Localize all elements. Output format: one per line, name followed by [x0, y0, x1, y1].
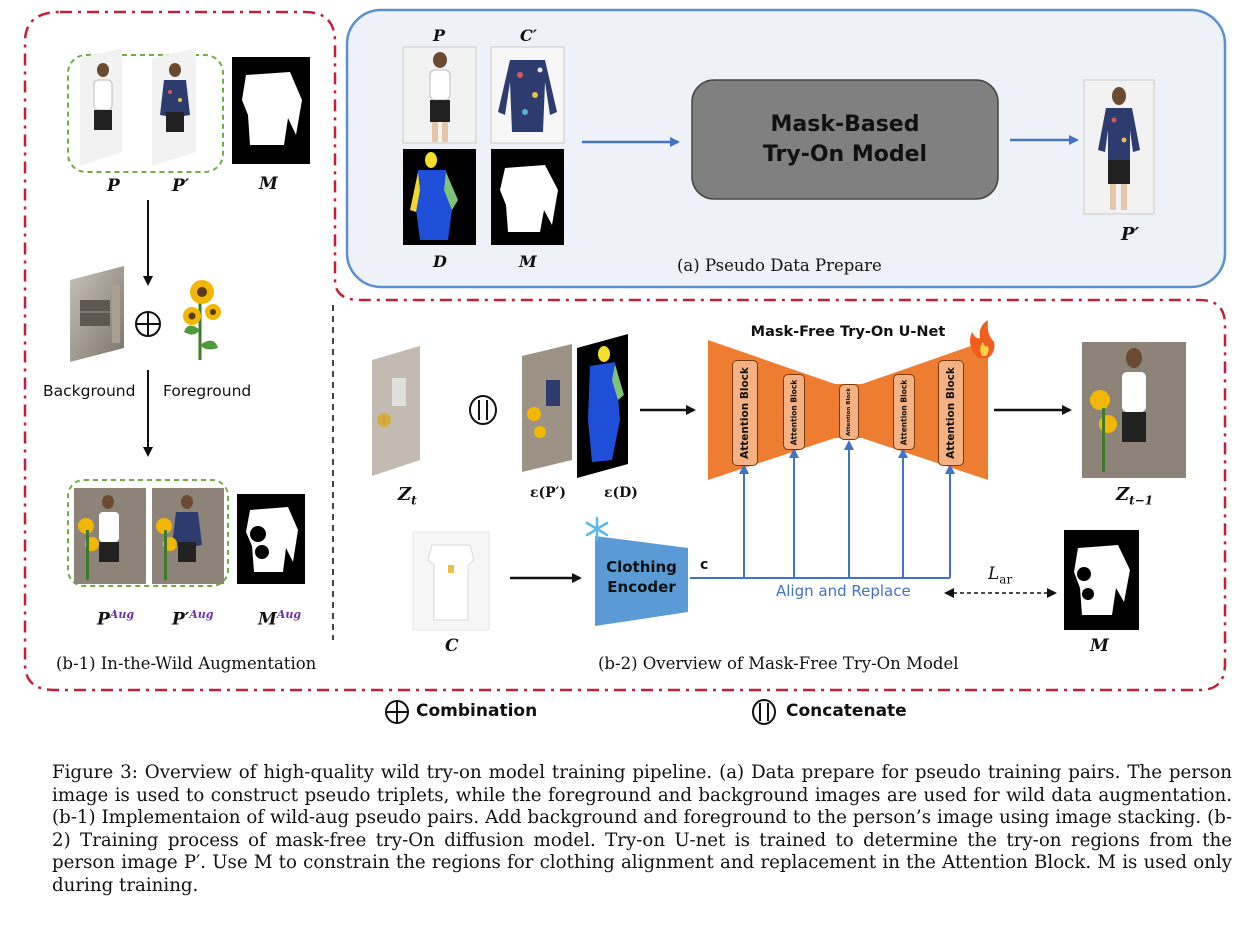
- label-c-prime: C′: [520, 26, 537, 45]
- label-p-aug: PAug: [97, 608, 135, 630]
- mask-image-m-final: [1064, 530, 1139, 630]
- legend-concatenate: Concatenate: [786, 701, 907, 721]
- background-image: [70, 266, 124, 362]
- mask-image-m: [491, 149, 564, 245]
- label-background: Background: [43, 382, 136, 400]
- encoder-title-line1: Clothing: [606, 558, 677, 576]
- encoded-d: [577, 334, 628, 478]
- model-title-line2: Try-On Model: [762, 142, 928, 167]
- foreground-image: [183, 280, 221, 360]
- pair-group-top: [67, 54, 224, 173]
- figure-caption: Figure 3: Overview of high-quality wild …: [52, 762, 1232, 896]
- label-align-replace: Align and Replace: [776, 582, 911, 600]
- label-zt: Zt: [398, 484, 417, 508]
- legend-combination: Combination: [416, 701, 538, 721]
- label-zt-minus-1: Zt−1: [1116, 484, 1154, 508]
- aug-superscript: Aug: [109, 608, 135, 621]
- label-c-small: c: [700, 557, 709, 573]
- person-image-p: [402, 46, 477, 144]
- label-p: P: [433, 26, 446, 45]
- attention-block-4: Attention Block: [893, 374, 915, 450]
- snowflake-icon: [585, 516, 609, 542]
- aug-person-p: [80, 48, 122, 166]
- label-m-final: M: [1090, 636, 1109, 656]
- attention-block-1: Attention Block: [732, 360, 758, 466]
- bg-fg-separator: [147, 380, 149, 404]
- label-foreground: Foreground: [163, 382, 252, 400]
- label-enc-d: ε(D): [604, 485, 638, 501]
- unet-title: Mask-Free Try-On U-Net: [750, 324, 946, 340]
- label-aug-p: P: [107, 176, 120, 196]
- densepose-image-d: [403, 149, 476, 245]
- concatenate-legend-symbol: [752, 699, 776, 725]
- attention-block-2: Attention Block: [783, 374, 805, 450]
- aug-superscript: Aug: [189, 608, 214, 621]
- caption-b1: (b-1) In-the-Wild Augmentation: [56, 654, 317, 673]
- aug-person-p-prime: [152, 48, 196, 166]
- garment-image-c-prime: [490, 46, 565, 144]
- encoded-p-prime: [522, 344, 572, 472]
- caption-b2: (b-2) Overview of Mask-Free Try-On Model: [598, 654, 959, 673]
- clothing-encoder-box: [595, 536, 688, 626]
- label-loss: Lar: [988, 564, 1013, 587]
- concatenate-symbol-inline: [469, 395, 497, 425]
- aug-person-p-aug: [74, 488, 146, 584]
- noisy-latent-zt: [372, 346, 420, 476]
- aug-mask-m: [232, 57, 310, 164]
- model-title-line1: Mask-Based: [770, 112, 920, 137]
- combination-legend-symbol: [385, 700, 409, 724]
- label-c: C: [445, 636, 459, 656]
- encoder-title-line2: Encoder: [607, 578, 676, 596]
- label-aug-p-prime: P′: [172, 176, 190, 196]
- label-aug-m: M: [259, 174, 278, 194]
- label-m: M: [519, 252, 537, 271]
- aug-superscript: Aug: [276, 608, 302, 621]
- output-latent-zt-1: [1082, 342, 1186, 478]
- aug-person-p-prime-aug: [152, 488, 224, 584]
- label-output-p-prime: P′: [1121, 224, 1140, 245]
- mask-based-model-box: [691, 79, 999, 200]
- label-d: D: [433, 252, 447, 271]
- label-m-aug: MAug: [258, 608, 302, 630]
- label-enc-p-prime: ε(P′): [530, 485, 566, 501]
- garment-image-c: [412, 531, 490, 631]
- caption-a: (a) Pseudo Data Prepare: [677, 256, 882, 275]
- aug-mask-m-aug: [237, 494, 305, 584]
- attention-block-3: Attention Block: [839, 384, 859, 440]
- attention-block-5: Attention Block: [938, 360, 964, 466]
- label-p-prime-aug: P′Aug: [172, 608, 214, 630]
- combination-symbol-inline: [135, 311, 161, 337]
- pair-group-bottom: [67, 479, 229, 587]
- output-image-p-prime: [1083, 79, 1155, 215]
